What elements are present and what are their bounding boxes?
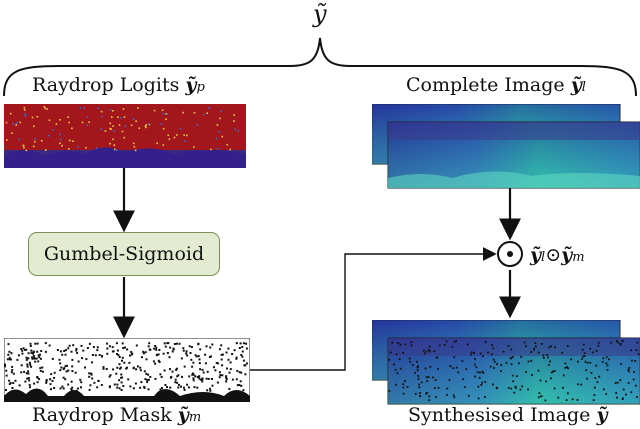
arrow-mask-to-product <box>250 247 497 371</box>
raydrop-logits-label: Raydrop Logits ỹp <box>32 74 205 96</box>
raydrop-logits-image <box>4 104 246 168</box>
gumbel-sigmoid-box: Gumbel-Sigmoid <box>28 232 220 276</box>
raydrop-mask-label: Raydrop Mask ỹm <box>32 404 202 426</box>
product-expression: ỹl⊙ỹm <box>530 244 585 266</box>
raydrop-mask-image <box>4 338 250 402</box>
complete-image-stack <box>372 104 640 189</box>
synthesised-image-label: Synthesised Image ỹ <box>408 404 608 426</box>
synthesised-image-stack <box>372 320 640 405</box>
complete-image-label: Complete Image ỹl <box>406 74 586 96</box>
top-brace <box>3 37 637 97</box>
top-symbol: ỹ <box>313 0 327 28</box>
